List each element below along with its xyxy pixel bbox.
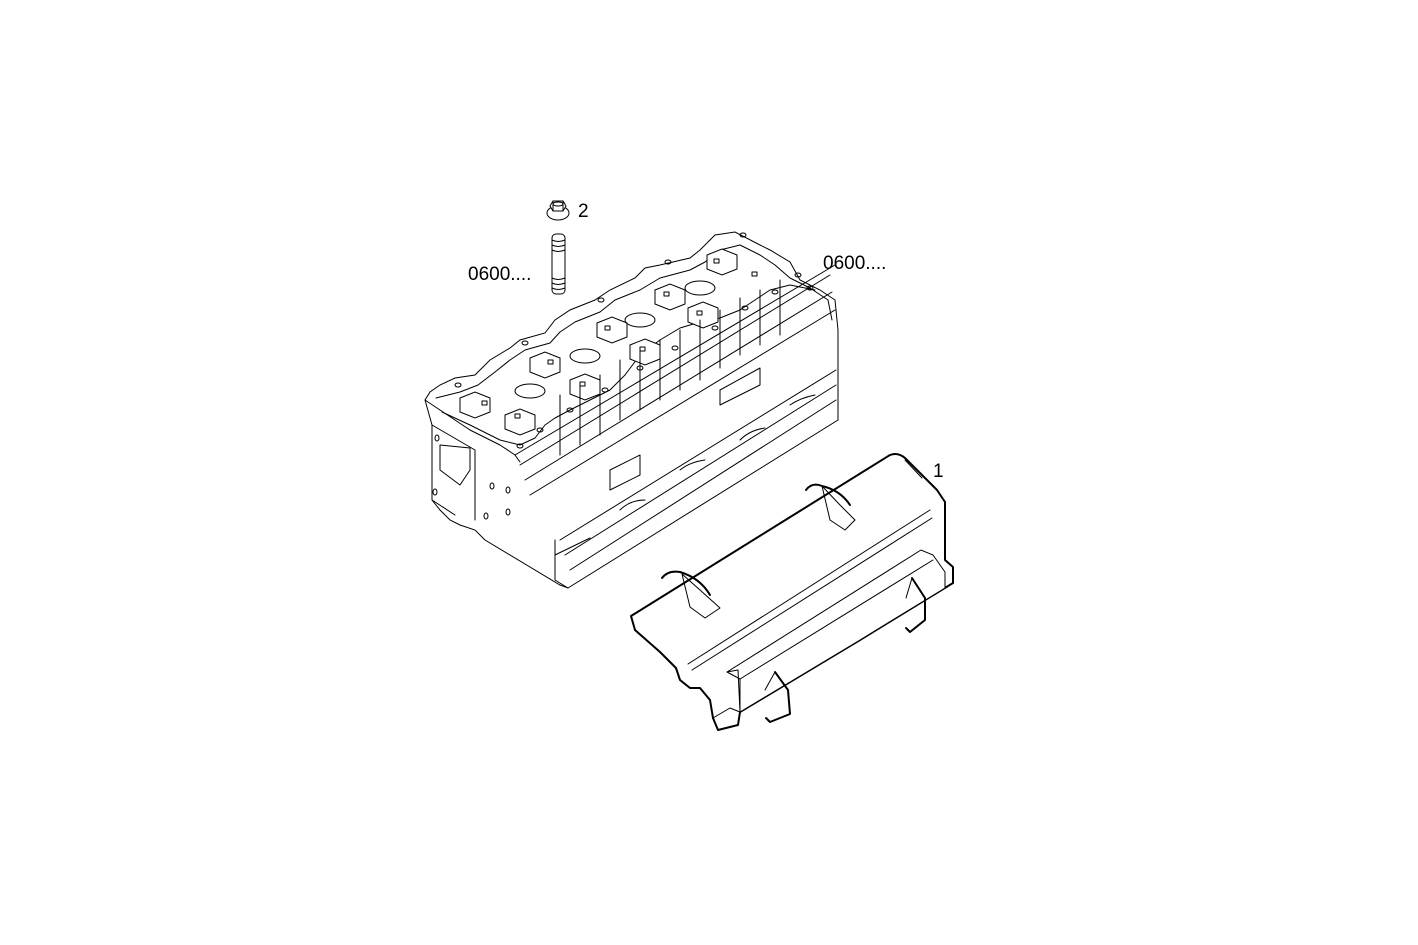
heat-shield-icon: [630, 453, 954, 731]
callout-nut: 2: [578, 201, 589, 222]
clip-icon: [661, 570, 721, 619]
clip-icon: [905, 577, 926, 633]
callout-cylinder-head: 0600....: [823, 253, 887, 274]
clip-icon: [805, 483, 856, 531]
callout-stud: 0600....: [468, 264, 532, 285]
stud-icon: [551, 233, 566, 295]
callout-leader-line: [904, 459, 923, 479]
cylinder-head-icon: [424, 231, 839, 589]
flange-nut-icon: [546, 200, 570, 221]
clip-icon: [764, 671, 791, 723]
callout-heat-shield: 1: [933, 461, 944, 482]
